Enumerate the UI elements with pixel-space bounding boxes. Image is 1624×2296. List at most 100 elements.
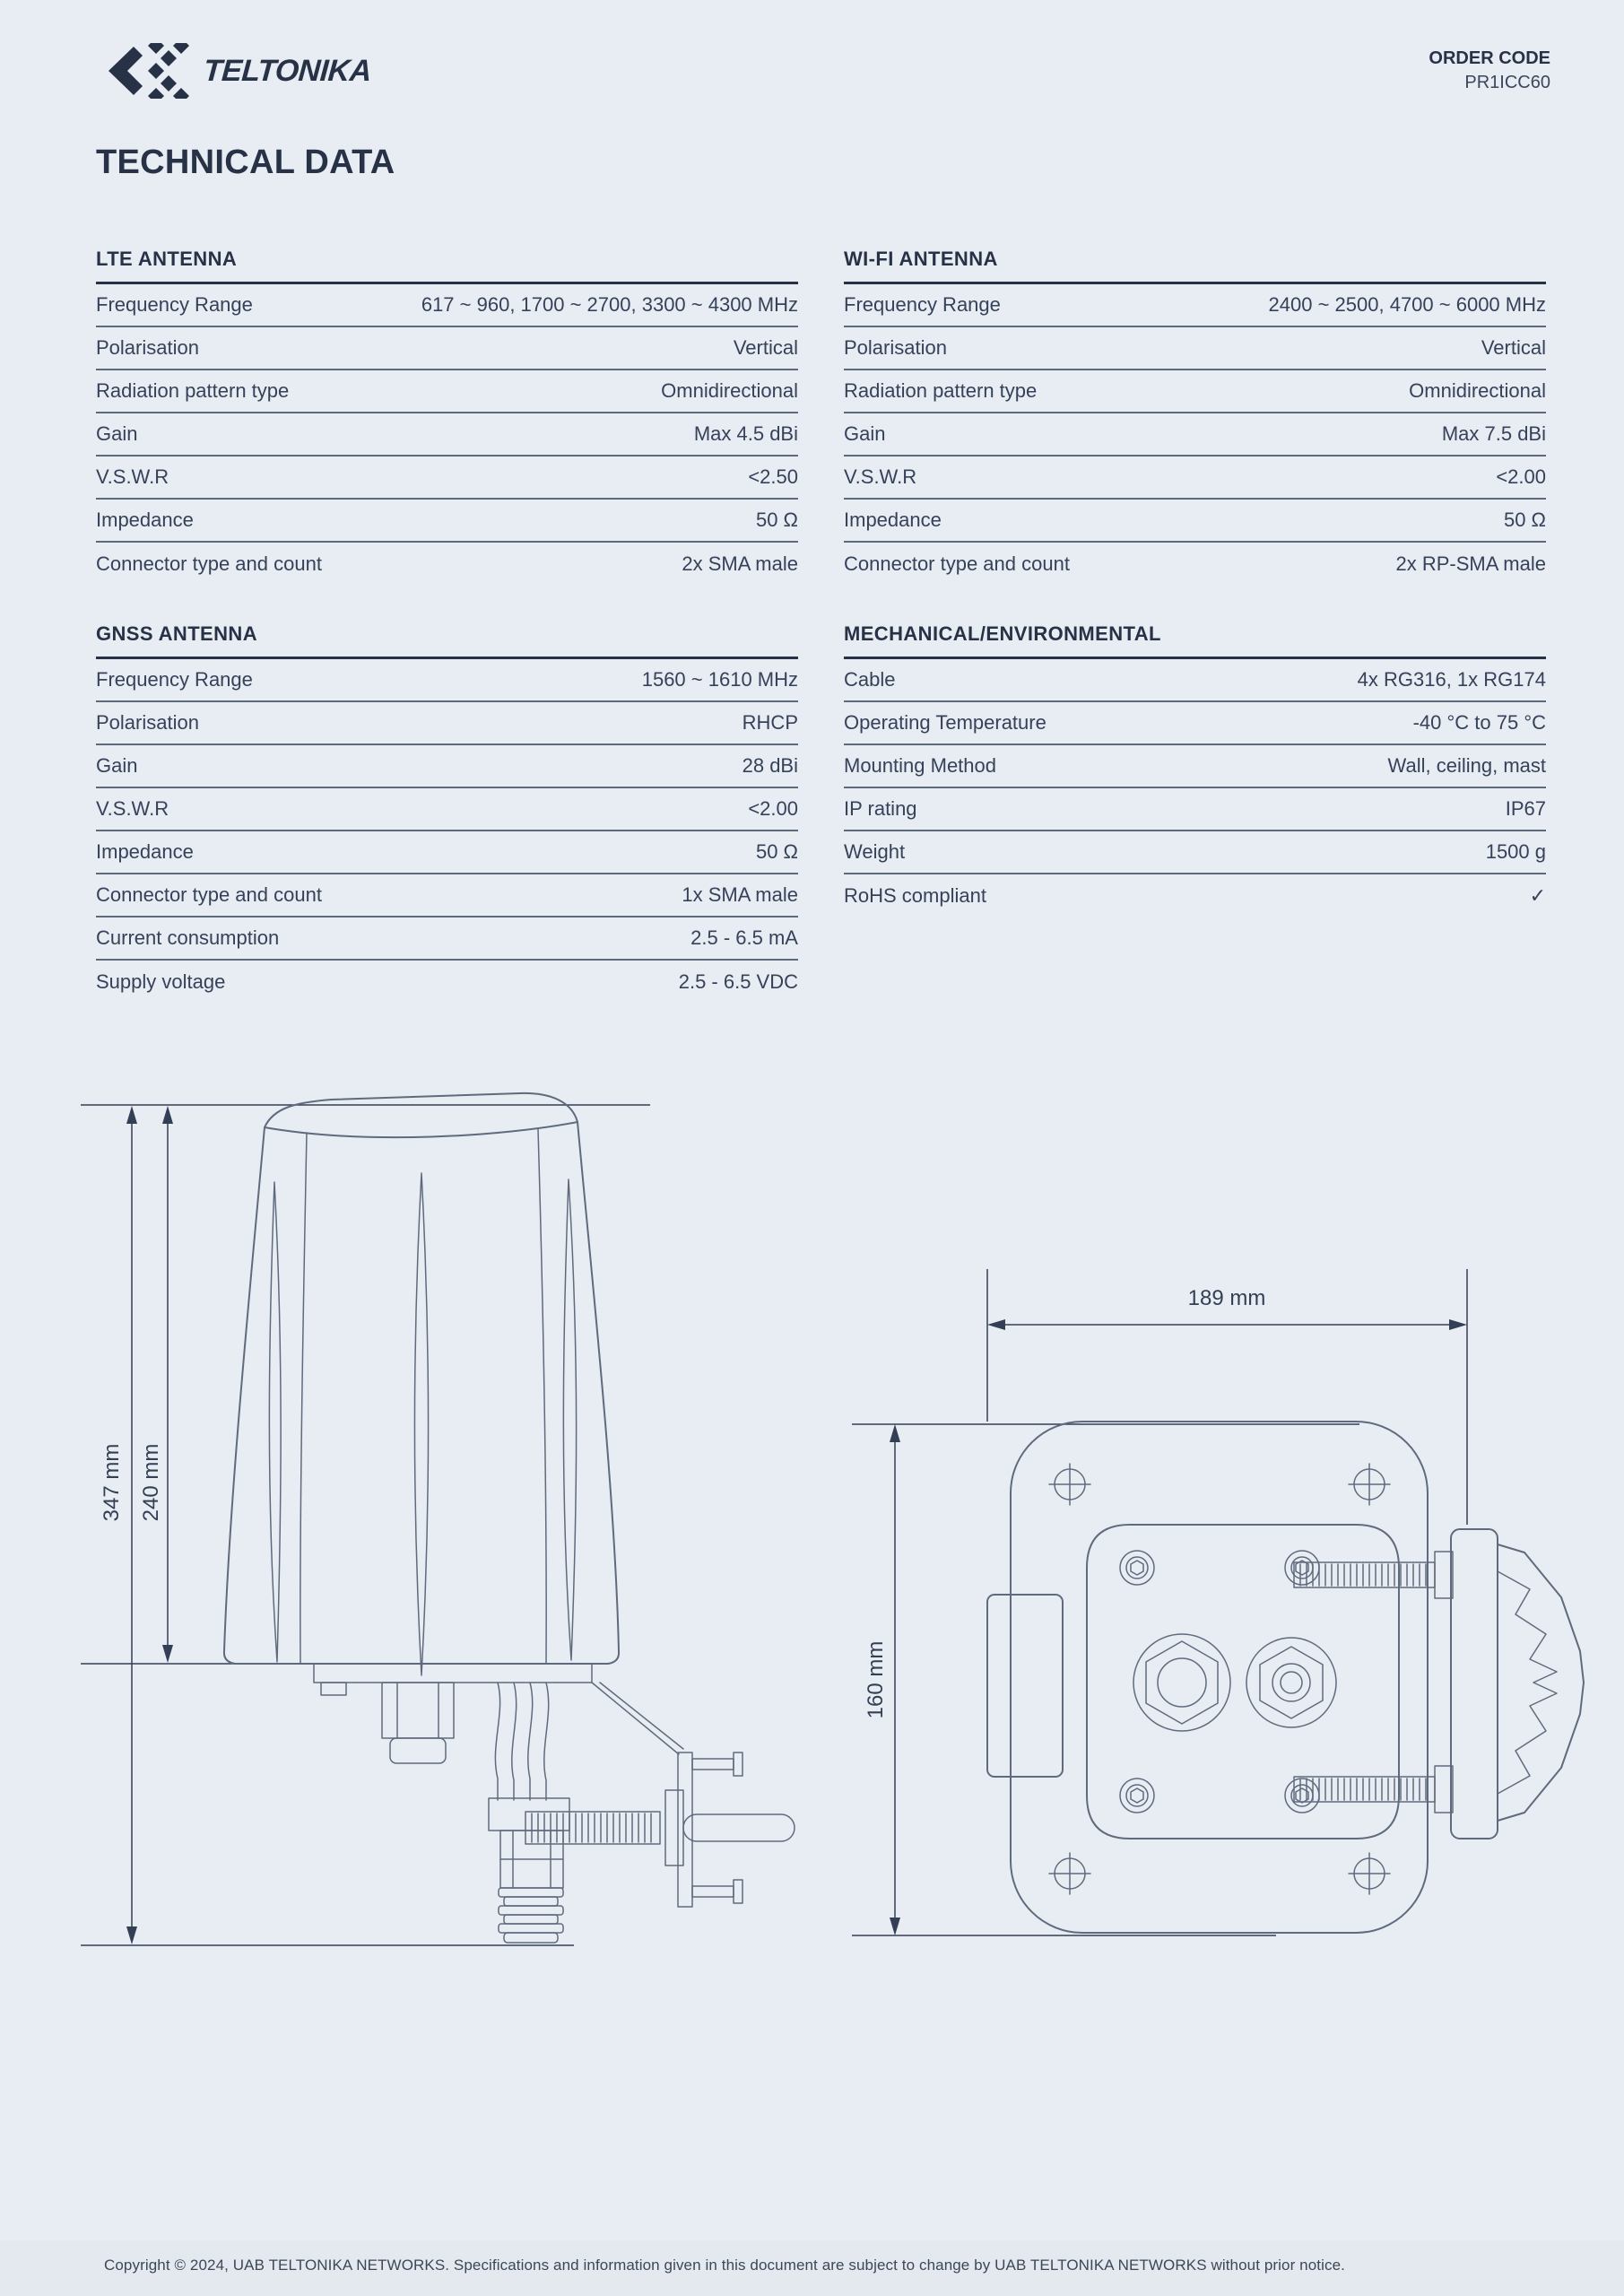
row-label: Polarisation — [844, 336, 947, 359]
row-label: Connector type and count — [844, 552, 1070, 575]
table-row: Gain Max 7.5 dBi — [844, 413, 1546, 457]
spec-column-left: LTE ANTENNA Frequency Range 617 ~ 960, 17… — [96, 248, 798, 1004]
table-row: V.S.W.R <2.00 — [844, 457, 1546, 500]
row-value: 2400 ~ 2500, 4700 ~ 6000 MHz — [1268, 293, 1546, 316]
pole-clamp — [1450, 1528, 1585, 1839]
section-gnss-antenna: GNSS ANTENNA Frequency Range 1560 ~ 1610 … — [96, 622, 798, 1004]
side-view-drawing: 347 mm 240 mm — [81, 1091, 795, 1946]
table-row: Frequency Range 2400 ~ 2500, 4700 ~ 6000 … — [844, 284, 1546, 327]
row-value: IP67 — [1505, 797, 1546, 820]
row-label: Frequency Range — [844, 293, 1001, 316]
row-label: Impedance — [96, 509, 194, 531]
row-value: <2.50 — [748, 465, 798, 488]
row-value: 2x SMA male — [682, 552, 798, 575]
dim-height-label: 160 mm — [864, 1641, 888, 1719]
row-value: <2.00 — [1496, 465, 1546, 488]
row-value: 50 Ω — [755, 840, 798, 863]
row-value: Omnidirectional — [1409, 379, 1546, 402]
row-label: Current consumption — [96, 926, 280, 949]
row-value: 1500 g — [1485, 840, 1546, 863]
row-value: 1x SMA male — [682, 883, 798, 906]
row-value: RHCP — [742, 711, 798, 734]
footer-band — [0, 2240, 1624, 2296]
table-row: Polarisation Vertical — [844, 327, 1546, 370]
row-label: V.S.W.R — [844, 465, 917, 488]
row-value: ✓ — [1529, 884, 1546, 907]
row-value: 50 Ω — [755, 509, 798, 531]
table-row: Cable 4x RG316, 1x RG174 — [844, 659, 1546, 702]
section-title-mechanical: MECHANICAL/ENVIRONMENTAL — [844, 622, 1161, 645]
row-value: 50 Ω — [1503, 509, 1546, 531]
row-label: Radiation pattern type — [96, 379, 290, 402]
row-label: V.S.W.R — [96, 465, 169, 488]
row-label: IP rating — [844, 797, 917, 820]
table-row: V.S.W.R <2.00 — [96, 788, 798, 831]
row-label: Radiation pattern type — [844, 379, 1038, 402]
bottom-view-drawing: 189 mm 160 mm — [852, 1269, 1585, 1936]
row-label: Gain — [96, 422, 138, 445]
row-value: Max 7.5 dBi — [1441, 422, 1546, 445]
table-row: Connector type and count 1x SMA male — [96, 874, 798, 918]
row-label: Impedance — [96, 840, 194, 863]
table-row: IP rating IP67 — [844, 788, 1546, 831]
antenna-base-outline — [986, 1421, 1585, 1934]
row-value: 28 dBi — [742, 754, 798, 777]
row-label: Weight — [844, 840, 906, 863]
row-label: RoHS compliant — [844, 884, 986, 907]
table-lte: Frequency Range 617 ~ 960, 1700 ~ 2700, 3… — [96, 282, 798, 586]
table-row: Connector type and count 2x SMA male — [96, 543, 798, 586]
mounting-hardware — [313, 1663, 795, 1944]
row-label: Connector type and count — [96, 883, 322, 906]
table-row: Frequency Range 1560 ~ 1610 MHz — [96, 659, 798, 702]
row-value: Omnidirectional — [661, 379, 798, 402]
section-wifi-antenna: WI-FI ANTENNA Frequency Range 2400 ~ 2500… — [844, 248, 1546, 586]
row-value: Vertical — [1481, 336, 1546, 359]
row-value: 2.5 - 6.5 mA — [690, 926, 798, 949]
table-row: Current consumption 2.5 - 6.5 mA — [96, 918, 798, 961]
section-title-wifi: WI-FI ANTENNA — [844, 248, 998, 270]
teltonika-logo: TELTONIKA — [101, 43, 373, 99]
row-value: 2.5 - 6.5 VDC — [678, 970, 798, 993]
table-row: Impedance 50 Ω — [96, 500, 798, 543]
row-label: Mounting Method — [844, 754, 996, 777]
table-row: V.S.W.R <2.50 — [96, 457, 798, 500]
row-value: 617 ~ 960, 1700 ~ 2700, 3300 ~ 4300 MHz — [421, 293, 798, 316]
row-label: V.S.W.R — [96, 797, 169, 820]
row-label: Gain — [844, 422, 886, 445]
row-label: Polarisation — [96, 711, 199, 734]
row-label: Impedance — [844, 509, 942, 531]
row-value: Max 4.5 dBi — [693, 422, 798, 445]
order-code-block: ORDER CODE PR1ICC60 — [1429, 47, 1550, 95]
row-label: Cable — [844, 668, 896, 691]
table-row: RoHS compliant ✓ — [844, 874, 1546, 918]
row-label: Connector type and count — [96, 552, 322, 575]
table-row: Weight 1500 g — [844, 831, 1546, 874]
order-code-label: ORDER CODE — [1429, 48, 1550, 68]
table-row: Impedance 50 Ω — [96, 831, 798, 874]
row-label: Frequency Range — [96, 668, 253, 691]
table-row: Frequency Range 617 ~ 960, 1700 ~ 2700, 3… — [96, 284, 798, 327]
row-value: 4x RG316, 1x RG174 — [1357, 668, 1546, 691]
table-row: Polarisation RHCP — [96, 702, 798, 745]
section-title-gnss: GNSS ANTENNA — [96, 622, 257, 645]
table-wifi: Frequency Range 2400 ~ 2500, 4700 ~ 6000 … — [844, 282, 1546, 586]
table-row: Radiation pattern type Omnidirectional — [844, 370, 1546, 413]
teltonika-logo-text: TELTONIKA — [202, 53, 373, 88]
row-label: Frequency Range — [96, 293, 253, 316]
row-value: 1560 ~ 1610 MHz — [641, 668, 798, 691]
row-label: Gain — [96, 754, 138, 777]
footer-copyright: Copyright © 2024, UAB TELTONIKA NETWORKS… — [104, 2257, 1345, 2274]
row-value: <2.00 — [748, 797, 798, 820]
row-value: Vertical — [733, 336, 798, 359]
table-row: Radiation pattern type Omnidirectional — [96, 370, 798, 413]
row-value: -40 °C to 75 °C — [1412, 711, 1546, 734]
section-title-lte: LTE ANTENNA — [96, 248, 238, 270]
section-lte-antenna: LTE ANTENNA Frequency Range 617 ~ 960, 17… — [96, 248, 798, 586]
table-row: Operating Temperature-40 °C to 75 °C — [844, 702, 1546, 745]
table-row: Gain Max 4.5 dBi — [96, 413, 798, 457]
